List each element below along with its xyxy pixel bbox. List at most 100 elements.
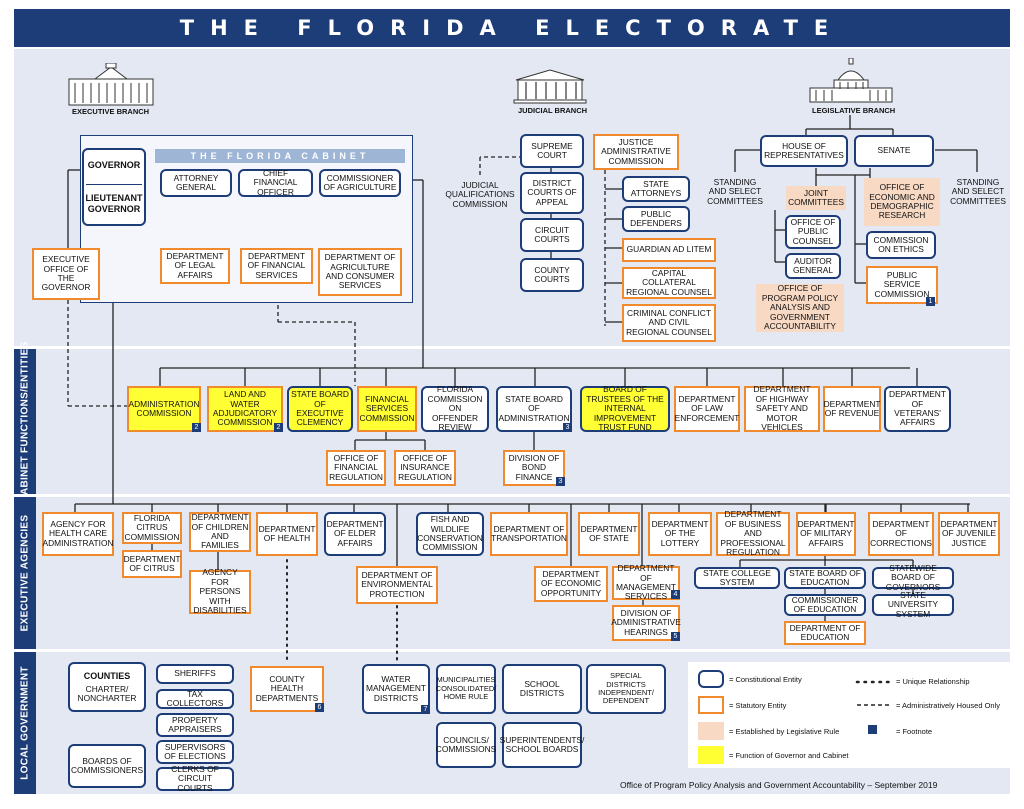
lieutenant-governor-label: LIEUTENANT GOVERNOR [85,193,143,214]
district-courts-box[interactable]: DISTRICT COURTS OF APPEAL [520,172,584,214]
boards-commissioners-box[interactable]: BOARDS OF COMMISSIONERS [68,744,146,788]
public-defenders-box[interactable]: PUBLIC DEFENDERS [622,206,690,232]
clemency-box[interactable]: STATE BOARD OF EXECUTIVE CLEMENCY [287,386,353,432]
legislative-branch-label: LEGISLATIVE BRANCH [812,106,896,115]
clerks-box[interactable]: CLERKS OF CIRCUIT COURTS [156,764,234,792]
chart-title: THE FLORIDA ELECTORATE [14,9,1010,47]
dept-legal-affairs-box[interactable]: DEPARTMENT OF LEGAL AFFAIRS [160,248,230,284]
municipalities-box[interactable]: MUNICIPALITIES CONSOLIDATED/ HOME RULE [436,664,496,714]
offender-review-box[interactable]: FLORIDA COMMISSION ON OFFENDER REVIEW [421,385,489,432]
public-counsel-box[interactable]: OFFICE OF PUBLIC COUNSEL [785,215,841,249]
water-mgmt-box[interactable]: WATER MANAGEMENT DISTRICTS [362,664,430,714]
land-water-footnote: 2 [274,423,283,432]
doe-box[interactable]: DEPARTMENT OF EDUCATION [784,621,866,645]
legend-admin-housed-label: = Administratively Housed Only [896,701,1001,710]
internal-improvement-box[interactable]: BOARD OF TRUSTEES OF THE INTERNAL IMPROV… [580,385,670,432]
financial-services-commission-box[interactable]: FINANCIAL SERVICES COMMISSION [357,386,417,432]
standing-committees-left-box[interactable]: STANDING AND SELECT COMMITTEES [707,176,763,206]
edr-box[interactable]: OFFICE OF ECONOMIC AND DEMOGRAPHIC RESEA… [864,178,940,226]
judicial-branch-label: JUDICIAL BRANCH [518,106,588,115]
sba-footnote: 3 [563,423,572,432]
law-enforcement-box[interactable]: DEPARTMENT OF LAW ENFORCEMENT [674,386,740,432]
doah-box[interactable]: DIVISION OF ADMINISTRATIVE HEARINGS [611,605,681,641]
special-districts-box[interactable]: SPECIAL DISTRICTS INDEPENDENT/ DEPENDENT [586,664,666,714]
veterans-box[interactable]: DEPARTMENT OF VETERANS' AFFAIRS [884,386,951,432]
apd-box[interactable]: AGENCY FOR PERSONS WITH DISABILITIES [189,568,251,615]
criminal-conflict-box[interactable]: CRIMINAL CONFLICT AND CIVIL REGIONAL COU… [622,304,716,342]
superintendents-box[interactable]: SUPERINTENDENTS/ SCHOOL BOARDS [500,722,584,768]
justice-admin-box[interactable]: JUSTICE ADMINISTRATIVE COMMISSION [593,134,679,170]
legend-line-samples [855,680,893,706]
executive-office-governor-box[interactable]: EXECUTIVE OFFICE OF THE GOVERNOR [32,248,100,300]
cabinet-functions-band: CABINET FUNCTIONS/ENTITIES [14,341,36,502]
supervisors-elections-box[interactable]: SUPERVISORS OF ELECTIONS [156,740,234,764]
legislative-building-icon [809,58,893,103]
county-health-box[interactable]: COUNTY HEALTH DEPARTMENTS [250,666,324,712]
governor-box[interactable]: GOVERNOR LIEUTENANT GOVERNOR [82,148,146,226]
state-box[interactable]: DEPARTMENT OF STATE [578,512,640,556]
ahca-box[interactable]: AGENCY FOR HEALTH CARE ADMINISTRATION [42,512,114,556]
auditor-general-box[interactable]: AUDITOR GENERAL [785,253,841,279]
elder-box[interactable]: DEPARTMENT OF ELDER AFFAIRS [324,512,386,556]
cfo-box[interactable]: CHIEF FINANCIAL OFFICER [238,168,313,197]
charter-label: CHARTER/ NONCHARTER [77,683,137,704]
school-districts-box[interactable]: SCHOOL DISTRICTS [502,664,582,714]
legend-governor-cabinet-label: = Function of Governor and Cabinet [729,751,849,760]
highway-safety-box[interactable]: DEPARTMENT OF HIGHWAY SAFETY AND MOTOR V… [744,385,820,432]
standing-committees-right-box[interactable]: STANDING AND SELECT COMMITTEES [950,176,1006,206]
commissioner-education-box[interactable]: COMMISSIONER OF EDUCATION [784,594,866,616]
dept-financial-services-box[interactable]: DEPARTMENT OF FINANCIAL SERVICES [240,248,313,284]
house-box[interactable]: HOUSE OF REPRESENTATIVES [760,135,848,167]
sbe-box[interactable]: STATE BOARD OF EDUCATION [784,567,866,589]
ofr-box[interactable]: OFFICE OF FINANCIAL REGULATION [326,450,386,486]
revenue-box[interactable]: DEPARTMENT OF REVENUE [823,386,881,432]
guardian-ad-litem-box[interactable]: GUARDIAN AD LITEM [622,238,716,262]
sus-box[interactable]: STATE UNIVERSITY SYSTEM [872,590,954,618]
military-box[interactable]: DEPARTMENT OF MILITARY AFFAIRS [796,512,856,556]
bond-finance-box[interactable]: DIVISION OF BOND FINANCE [503,450,565,486]
legend-statutory-label: = Statutory Entity [729,701,787,710]
dms-box[interactable]: DEPARTMENT OF MANAGEMENT SERVICES [612,563,680,601]
lottery-box[interactable]: DEPARTMENT OF THE LOTTERY [648,512,712,556]
administration-commission-box[interactable]: ADMINISTRATION COMMISSION [127,386,201,432]
transportation-box[interactable]: DEPARTMENT OF TRANSPORTATION [490,512,568,556]
psc-box[interactable]: PUBLIC SERVICE COMMISSION [866,266,938,304]
citrus-commission-box[interactable]: FLORIDA CITRUS COMMISSION [122,512,182,544]
circuit-courts-box[interactable]: CIRCUIT COURTS [520,218,584,252]
oppaga-box[interactable]: OFFICE OF PROGRAM POLICY ANALYSIS AND GO… [756,284,844,332]
water-mgmt-footnote: 7 [421,705,430,714]
sba-box[interactable]: STATE BOARD OF ADMINISTRATION [496,386,572,432]
sheriffs-box[interactable]: SHERIFFS [156,664,234,684]
joint-committees-box[interactable]: JOINT COMMITTEES [786,186,846,210]
tax-collectors-box[interactable]: TAX COLLECTORS [156,689,234,709]
dept-citrus-box[interactable]: DEPARTMENT OF CITRUS [122,550,182,578]
djj-box[interactable]: DEPARTMENT OF JUVENILE JUSTICE [938,512,1000,556]
state-college-box[interactable]: STATE COLLEGE SYSTEM [694,567,780,589]
counties-box[interactable]: COUNTIES CHARTER/ NONCHARTER [68,662,146,712]
attorney-general-box[interactable]: ATTORNEY GENERAL [160,169,232,197]
senate-box[interactable]: SENATE [854,135,934,167]
supreme-court-box[interactable]: SUPREME COURT [520,134,584,168]
commission-ethics-box[interactable]: COMMISSION ON ETHICS [866,231,936,259]
capital-collateral-box[interactable]: CAPITAL COLLATERAL REGIONAL COUNSEL [622,267,716,299]
land-water-box[interactable]: LAND AND WATER ADJUDICATORY COMMISSION [207,386,283,432]
county-courts-box[interactable]: COUNTY COURTS [520,258,584,292]
credit-text: Office of Program Policy Analysis and Go… [620,780,938,790]
bog-box[interactable]: STATEWIDE BOARD OF GOVERNORS [872,563,954,591]
judicial-qualifications-box[interactable]: JUDICIAL QUALIFICATIONS COMMISSION [445,179,515,209]
deo-box[interactable]: DEPARTMENT OF ECONOMIC OPPORTUNITY [534,566,608,602]
dept-agriculture-box[interactable]: DEPARTMENT OF AGRICULTURE AND CONSUMER S… [318,248,402,296]
state-attorneys-box[interactable]: STATE ATTORNEYS [622,176,690,202]
health-box[interactable]: DEPARTMENT OF HEALTH [256,512,318,556]
dep-box[interactable]: DEPARTMENT OF ENVIRONMENTAL PROTECTION [356,566,438,604]
dbpr-box[interactable]: DEPARTMENT OF BUSINESS AND PROFESSIONAL … [716,510,790,557]
legend-footnote-swatch [868,725,877,734]
commissioner-agriculture-box[interactable]: COMMISSIONER OF AGRICULTURE [319,169,401,197]
property-appraisers-box[interactable]: PROPERTY APPRAISERS [156,713,234,737]
fwc-box[interactable]: FISH AND WILDLIFE CONSERVATION COMMISSIO… [416,512,484,556]
counties-label: COUNTIES [83,670,131,681]
councils-box[interactable]: COUNCILS/ COMMISSIONS [436,722,496,768]
dcf-box[interactable]: DEPARTMENT OF CHILDREN AND FAMILIES [189,512,251,552]
corrections-box[interactable]: DEPARTMENT OF CORRECTIONS [868,512,934,556]
oir-box[interactable]: OFFICE OF INSURANCE REGULATION [394,450,456,486]
